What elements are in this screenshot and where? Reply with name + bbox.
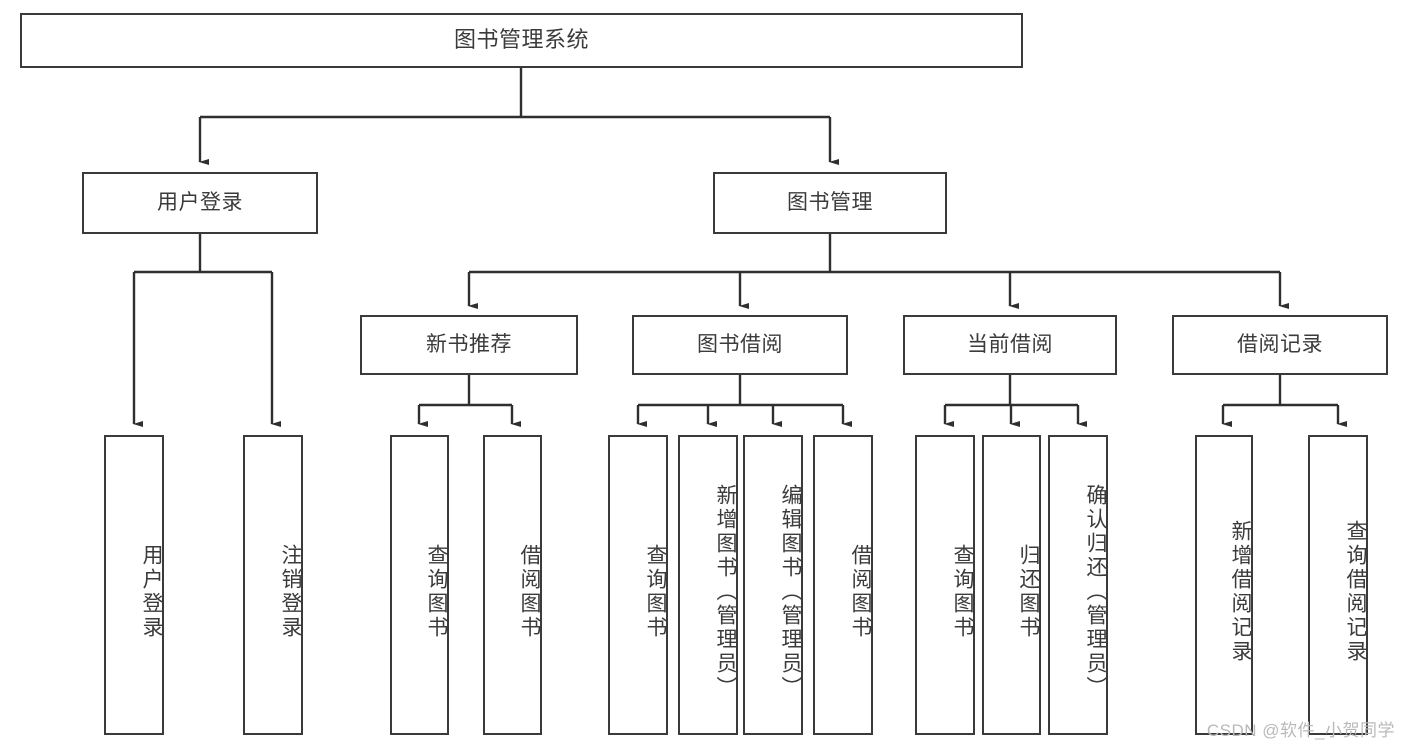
node-book-borrow[interactable]: 图书借阅: [632, 315, 848, 375]
node-root-label: 图书管理系统: [453, 27, 589, 53]
node-leaf-query-book-3[interactable]: 查询图书: [915, 435, 975, 735]
node-borrow-record-label: 借阅记录: [1237, 333, 1323, 357]
node-user-login[interactable]: 用户登录: [82, 172, 318, 234]
node-book-management[interactable]: 图书管理: [713, 172, 947, 234]
node-leaf-add-record[interactable]: 新增借阅记录: [1195, 435, 1253, 735]
node-leaf-query-book-1-label: 查询图书: [425, 544, 448, 640]
node-leaf-query-book-2[interactable]: 查询图书: [608, 435, 668, 735]
node-leaf-edit-book-label: 编辑图书（管理员）: [779, 484, 802, 700]
node-leaf-user-login[interactable]: 用户登录: [104, 435, 164, 735]
node-book-management-label: 图书管理: [787, 191, 873, 215]
csdn-watermark: CSDN @软件_小贺同学: [1206, 721, 1395, 740]
node-leaf-add-book[interactable]: 新增图书（管理员）: [678, 435, 738, 735]
node-leaf-return-book-label: 归还图书: [1017, 544, 1040, 640]
node-leaf-logout-login-label: 注销登录: [279, 544, 302, 640]
node-leaf-query-book-2-label: 查询图书: [644, 544, 667, 640]
node-user-login-label: 用户登录: [157, 191, 243, 215]
node-leaf-edit-book[interactable]: 编辑图书（管理员）: [743, 435, 803, 735]
node-leaf-add-book-label: 新增图书（管理员）: [714, 484, 737, 700]
node-leaf-confirm-return-label: 确认归还（管理员）: [1084, 484, 1107, 700]
node-leaf-add-record-label: 新增借阅记录: [1229, 520, 1252, 664]
node-leaf-query-book-1[interactable]: 查询图书: [390, 435, 449, 735]
node-current-borrow[interactable]: 当前借阅: [903, 315, 1117, 375]
node-leaf-borrow-book-2[interactable]: 借阅图书: [813, 435, 873, 735]
node-leaf-borrow-book-2-label: 借阅图书: [849, 544, 872, 640]
node-leaf-borrow-book-1-label: 借阅图书: [518, 544, 541, 640]
node-new-book-recommend[interactable]: 新书推荐: [360, 315, 578, 375]
node-leaf-confirm-return[interactable]: 确认归还（管理员）: [1048, 435, 1108, 735]
node-leaf-query-record[interactable]: 查询借阅记录: [1308, 435, 1368, 735]
node-leaf-return-book[interactable]: 归还图书: [982, 435, 1041, 735]
node-leaf-query-record-label: 查询借阅记录: [1344, 520, 1367, 664]
node-new-book-recommend-label: 新书推荐: [426, 333, 512, 357]
node-current-borrow-label: 当前借阅: [967, 333, 1053, 357]
node-leaf-logout-login[interactable]: 注销登录: [243, 435, 303, 735]
node-root[interactable]: 图书管理系统: [20, 13, 1023, 68]
node-leaf-query-book-3-label: 查询图书: [951, 544, 974, 640]
node-book-borrow-label: 图书借阅: [697, 333, 783, 357]
node-leaf-user-login-label: 用户登录: [140, 544, 163, 640]
node-leaf-borrow-book-1[interactable]: 借阅图书: [483, 435, 542, 735]
node-borrow-record[interactable]: 借阅记录: [1172, 315, 1388, 375]
